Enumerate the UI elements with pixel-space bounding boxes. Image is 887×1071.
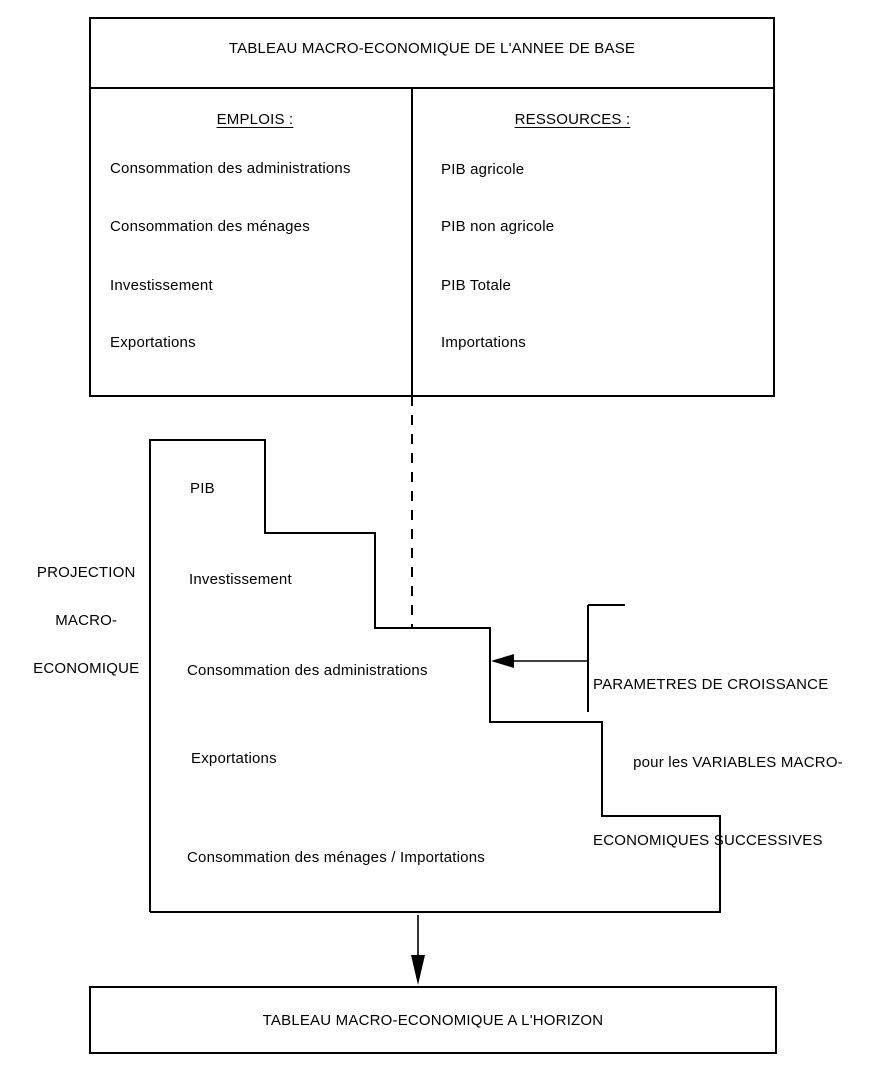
parameters-label: PARAMETRES DE CROISSANCE pour les VARIAB… <box>593 620 883 906</box>
emplois-item-3: Exportations <box>110 334 196 351</box>
ressources-item-1: PIB non agricole <box>441 218 555 235</box>
staircase-label-exportations: Exportations <box>191 750 277 767</box>
column-heading-ressources: RESSOURCES : <box>514 111 631 128</box>
parameters-arrow-head <box>491 654 514 668</box>
ressources-item-3: Importations <box>441 334 526 351</box>
emplois-item-0: Consommation des administrations <box>110 160 351 177</box>
projection-label-line-1: PROJECTION <box>36 564 136 581</box>
ressources-item-0: PIB agricole <box>441 161 525 178</box>
staircase-label-investissement: Investissement <box>189 571 292 588</box>
parameters-line-1: PARAMETRES DE CROISSANCE <box>593 676 829 693</box>
staircase-label-consommation-menages-importations: Consommation des ménages / Importations <box>187 849 485 866</box>
projection-label-line-2: MACRO- <box>55 612 118 629</box>
ressources-item-2: PIB Totale <box>441 277 512 294</box>
staircase-label-consommation-administrations: Consommation des administrations <box>187 662 428 679</box>
emplois-item-2: Investissement <box>110 277 213 294</box>
result-arrow-head <box>411 955 425 985</box>
top-box-title: TABLEAU MACRO-ECONOMIQUE DE L'ANNEE DE B… <box>228 40 636 57</box>
bottom-box-title: TABLEAU MACRO-ECONOMIQUE A L'HORIZON <box>262 1012 604 1029</box>
projection-side-label: PROJECTION MACRO- ECONOMIQUE <box>5 537 150 705</box>
column-heading-emplois: EMPLOIS : <box>216 111 294 128</box>
emplois-item-1: Consommation des ménages <box>110 218 310 235</box>
staircase-label-pib: PIB <box>190 480 215 497</box>
parameters-line-3: ECONOMIQUES SUCCESSIVES <box>593 832 823 849</box>
parameters-line-2: pour les VARIABLES MACRO- <box>633 754 843 771</box>
projection-label-line-3: ECONOMIQUE <box>33 660 140 677</box>
